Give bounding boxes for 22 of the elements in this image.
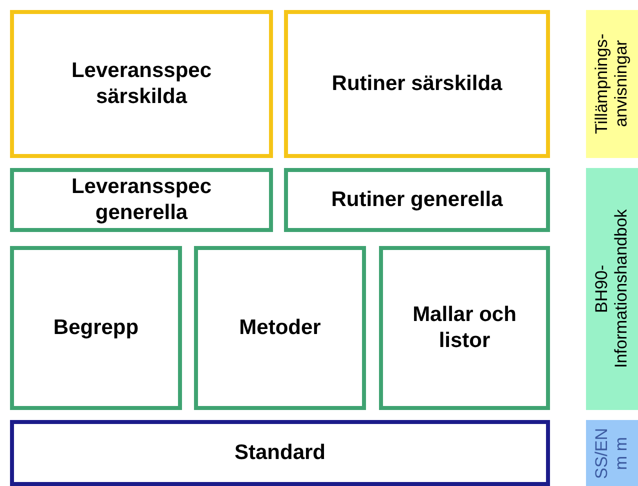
band-label: Tillämpnings-anvisningar bbox=[592, 32, 632, 136]
module-box bbox=[194, 246, 366, 410]
box-label: Metoder bbox=[239, 314, 321, 341]
module-box bbox=[10, 168, 273, 232]
box-label: Begrepp bbox=[53, 314, 139, 341]
box-label: Leveransspec generella bbox=[70, 174, 213, 226]
side-band bbox=[586, 168, 638, 410]
band-label: SS/EN m m bbox=[592, 426, 632, 481]
module-box bbox=[284, 10, 550, 158]
band-label: BH90-Informationshandbok bbox=[592, 208, 632, 370]
box-label: Rutiner särskilda bbox=[332, 70, 502, 97]
standard-bar bbox=[10, 420, 550, 486]
box-label: Standard bbox=[234, 440, 326, 466]
box-label: Leveransspec särskilda bbox=[70, 58, 213, 110]
box-label: Mallar och listor bbox=[412, 302, 518, 354]
box-label: Rutiner generella bbox=[331, 186, 503, 213]
module-box bbox=[10, 246, 182, 410]
side-band bbox=[586, 420, 638, 486]
side-band bbox=[586, 10, 638, 158]
module-box bbox=[379, 246, 550, 410]
module-box bbox=[284, 168, 550, 232]
module-box bbox=[10, 10, 273, 158]
